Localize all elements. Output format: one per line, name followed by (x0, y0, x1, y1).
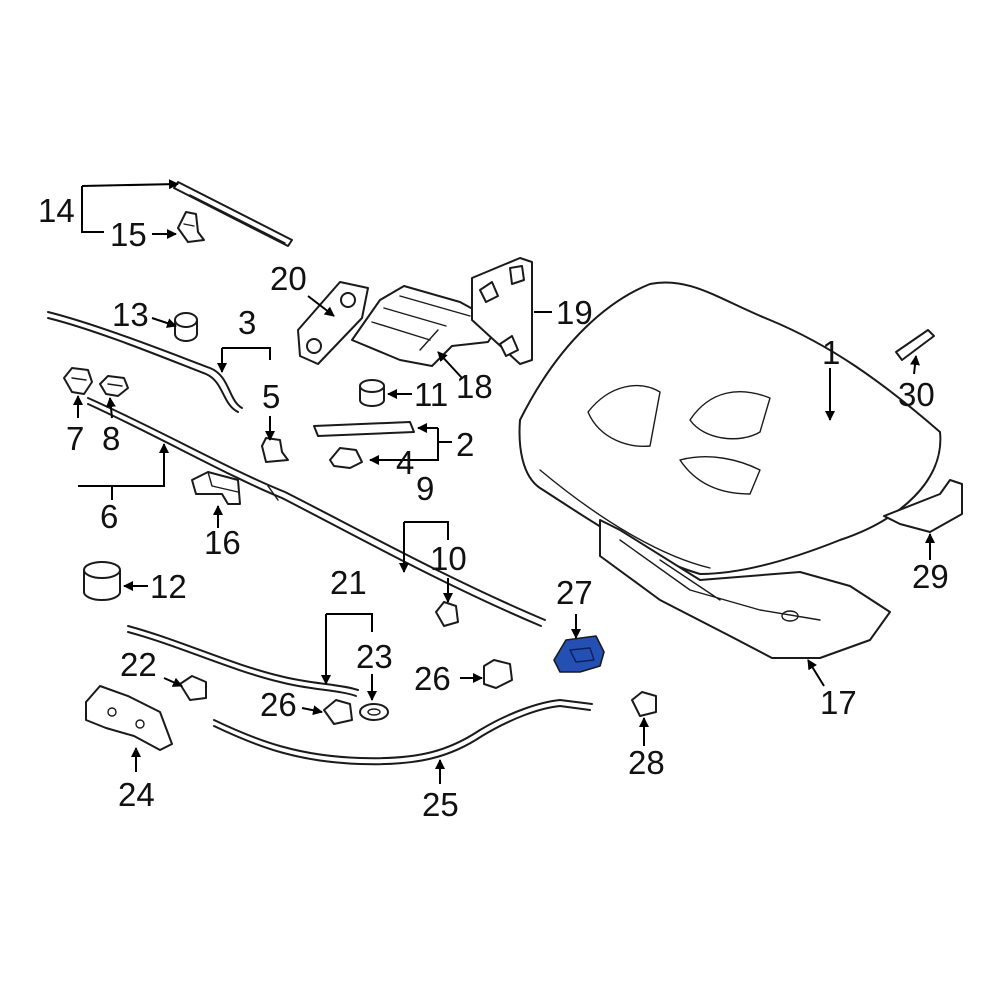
part-5-clip[interactable] (261, 437, 289, 463)
part-7-clip[interactable] (63, 367, 93, 395)
part-11-bumper[interactable] (359, 379, 385, 407)
part-6-seal[interactable] (87, 397, 546, 627)
callout-13: 13 (112, 296, 149, 333)
callout-22: 22 (120, 646, 157, 683)
part-28-clip[interactable] (631, 691, 657, 717)
part-21-cable[interactable] (127, 625, 359, 697)
part-8-clip[interactable] (99, 375, 129, 397)
part-20-plate[interactable] (297, 281, 369, 365)
part-30-clip[interactable] (895, 329, 935, 361)
part-13-bumper[interactable] (174, 312, 198, 342)
callout-17: 17 (820, 684, 857, 721)
part-25-cable[interactable] (213, 699, 593, 766)
part-12-bumper[interactable] (83, 561, 121, 601)
callout-5: 5 (262, 378, 280, 415)
part-3-rod[interactable] (47, 311, 243, 413)
callout-18: 18 (456, 368, 493, 405)
callout-14: 14 (38, 192, 75, 229)
callout-4: 4 (396, 444, 414, 481)
part-19-clips[interactable] (471, 257, 533, 365)
part-23-grommet[interactable] (359, 703, 389, 721)
callout-30: 30 (898, 376, 935, 413)
part-17-under-cover[interactable] (599, 519, 891, 659)
callout-2: 2 (456, 426, 474, 463)
callout-28: 28 (628, 744, 665, 781)
callout-16: 16 (204, 524, 241, 561)
part-10-clip[interactable] (435, 601, 459, 627)
callout-24: 24 (118, 776, 155, 813)
callout-23: 23 (356, 638, 393, 675)
callout-1: 1 (822, 334, 840, 371)
callout-27: 27 (556, 574, 593, 611)
callout-26-a: 26 (414, 660, 451, 697)
part-24-bracket[interactable] (85, 685, 173, 751)
part-15-clip[interactable] (177, 211, 205, 243)
callout-6: 6 (100, 498, 118, 535)
part-4-clip[interactable] (329, 447, 363, 469)
callout-26-b: 26 (260, 686, 297, 723)
callout-12: 12 (150, 568, 187, 605)
callout-8: 8 (102, 420, 120, 457)
part-27-highlight (553, 635, 605, 673)
part-2-strip[interactable] (313, 421, 415, 437)
callout-20: 20 (270, 260, 307, 297)
part-26-clip-b[interactable] (323, 699, 353, 725)
callout-10: 10 (430, 540, 467, 577)
part-16-bracket[interactable] (191, 471, 241, 505)
callout-25: 25 (422, 786, 459, 823)
callout-19: 19 (556, 294, 593, 331)
callout-3: 3 (238, 304, 256, 341)
callout-21: 21 (330, 564, 367, 601)
part-26-clip-a[interactable] (483, 659, 513, 689)
part-22-clip[interactable] (179, 675, 207, 701)
callout-7: 7 (66, 420, 84, 457)
callout-9: 9 (416, 470, 434, 507)
leaders (73, 179, 935, 784)
callouts: 14 15 13 3 5 7 8 6 16 12 20 18 19 11 2 4… (38, 192, 949, 823)
callout-11: 11 (414, 376, 448, 413)
callout-29: 29 (912, 558, 949, 595)
callout-15: 15 (110, 216, 147, 253)
part-27-latch[interactable] (553, 635, 605, 673)
part-29-bracket[interactable] (883, 479, 963, 533)
